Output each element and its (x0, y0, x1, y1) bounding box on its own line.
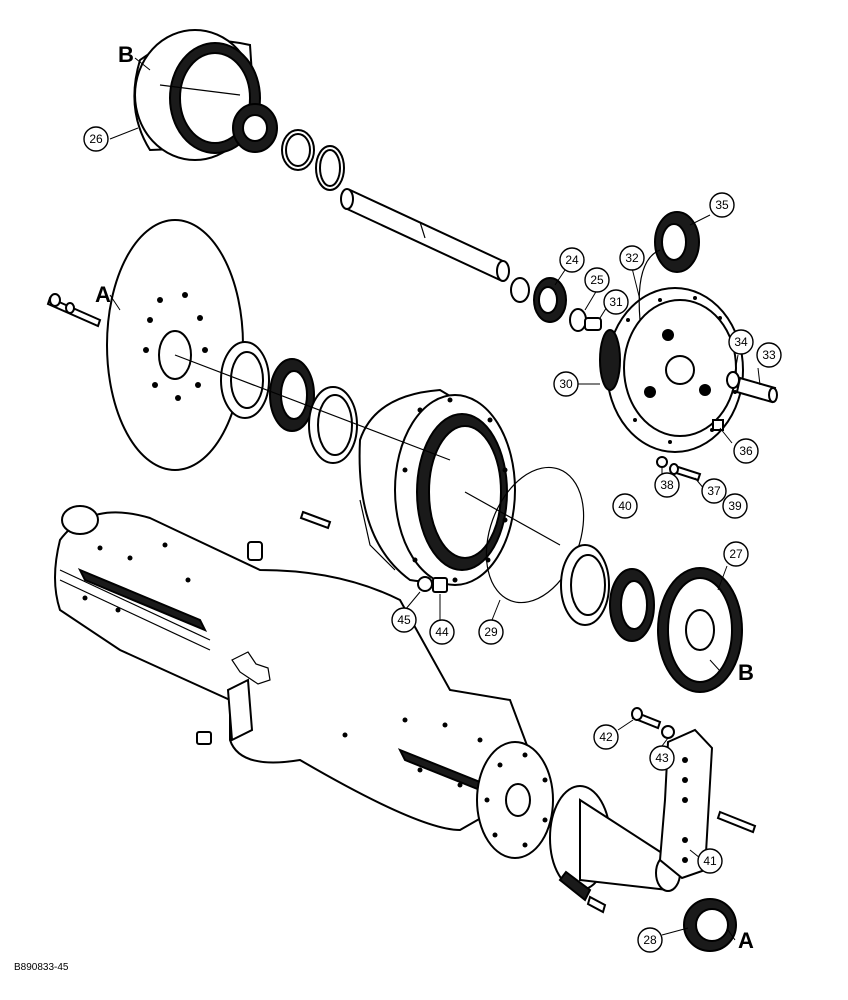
ref-letter-a-bottom: A (738, 928, 754, 953)
svg-text:36: 36 (739, 444, 753, 458)
callout-27: 27 (723, 541, 749, 567)
svg-text:45: 45 (397, 613, 411, 627)
leader-lines (109, 57, 761, 941)
callout-44: 44 (429, 619, 455, 645)
ref-letter-b-right: B (738, 660, 754, 685)
svg-text:32: 32 (625, 251, 639, 265)
stud-bolt-left (46, 293, 102, 328)
brake-disc-a (106, 219, 244, 471)
ref-letter-a-left: A (95, 282, 111, 307)
svg-text:27: 27 (729, 547, 743, 561)
planet-pin-part-33 (735, 376, 778, 404)
washer-part-43 (661, 725, 675, 739)
callout-45: 45 (391, 607, 417, 633)
planet-carrier-part-30 (599, 287, 744, 453)
callout-39: 39 (722, 493, 748, 519)
callout-28: 28 (637, 927, 663, 953)
snap-ring-upper-2 (315, 145, 345, 191)
callout-40: 40 (612, 493, 638, 519)
washer-part-38 (656, 456, 668, 468)
axle-end-flange (476, 741, 554, 859)
plug-part-36 (712, 419, 724, 431)
svg-text:26: 26 (89, 132, 103, 146)
svg-text:35: 35 (715, 198, 729, 212)
svg-text:24: 24 (565, 253, 579, 267)
svg-text:25: 25 (590, 273, 604, 287)
bolt-part-42 (631, 707, 662, 730)
bearing-cup-3 (560, 544, 610, 626)
svg-text:33: 33 (762, 348, 776, 362)
callout-29: 29 (478, 619, 504, 645)
gear-part-27 (657, 567, 743, 693)
snap-ring-part-25 (569, 308, 587, 332)
bearing-cup-2 (308, 386, 358, 464)
o-ring-part-34 (726, 371, 740, 389)
seal-part-28 (683, 898, 737, 952)
svg-text:40: 40 (618, 499, 632, 513)
svg-text:30: 30 (559, 377, 573, 391)
callout-30: 30 (553, 371, 579, 397)
spindle-bolt (586, 895, 607, 914)
callout-25: 25 (584, 267, 610, 293)
callout-37: 37 (701, 478, 727, 504)
nut-part-44 (432, 577, 448, 593)
callout-31: 31 (603, 289, 629, 315)
svg-text:41: 41 (703, 854, 717, 868)
bracket-part-41 (658, 728, 714, 880)
bearing-cone-1 (269, 358, 315, 432)
svg-text:31: 31 (609, 295, 623, 309)
hub-stud (299, 510, 332, 530)
breather-fitting (247, 541, 263, 561)
callout-34: 34 (728, 329, 754, 355)
svg-text:38: 38 (660, 478, 674, 492)
svg-text:39: 39 (728, 499, 742, 513)
bearing-cup-1 (220, 341, 270, 419)
spindle (549, 785, 681, 902)
bolt-part-37 (669, 463, 702, 482)
ring-gear-part-26 (133, 29, 261, 161)
callout-35: 35 (709, 192, 735, 218)
washer-part-45 (417, 576, 433, 592)
svg-text:37: 37 (707, 484, 721, 498)
ref-letter-b-top: B (118, 42, 134, 67)
svg-text:43: 43 (655, 751, 669, 765)
callout-43: 43 (649, 745, 675, 771)
callout-26: 26 (83, 126, 109, 152)
svg-text:42: 42 (599, 730, 613, 744)
figure-id: B890833-45 (14, 962, 69, 973)
wheel-hub (358, 388, 516, 586)
svg-text:29: 29 (484, 625, 498, 639)
sun-gear-part-24 (533, 277, 567, 323)
callout-38: 38 (654, 472, 680, 498)
planet-gear-part-35 (654, 211, 700, 273)
mounting-pad (226, 678, 254, 742)
callout-36: 36 (733, 438, 759, 464)
case-logo (231, 651, 271, 685)
callout-32: 32 (619, 245, 645, 271)
bearing-cone-2 (609, 568, 655, 642)
callout-42: 42 (593, 724, 619, 750)
axle-shaft (340, 188, 510, 282)
svg-text:28: 28 (643, 933, 657, 947)
plug (196, 731, 212, 745)
callout-33: 33 (756, 342, 782, 368)
thrust-washer (510, 277, 530, 303)
spacer-part-31 (584, 317, 602, 331)
planet-carrier-hub (232, 103, 278, 153)
callout-24: 24 (559, 247, 585, 273)
svg-text:44: 44 (435, 625, 449, 639)
snap-ring-upper-1 (281, 129, 315, 171)
svg-text:34: 34 (734, 335, 748, 349)
bracket-bolt (716, 810, 757, 834)
callout-41: 41 (697, 848, 723, 874)
